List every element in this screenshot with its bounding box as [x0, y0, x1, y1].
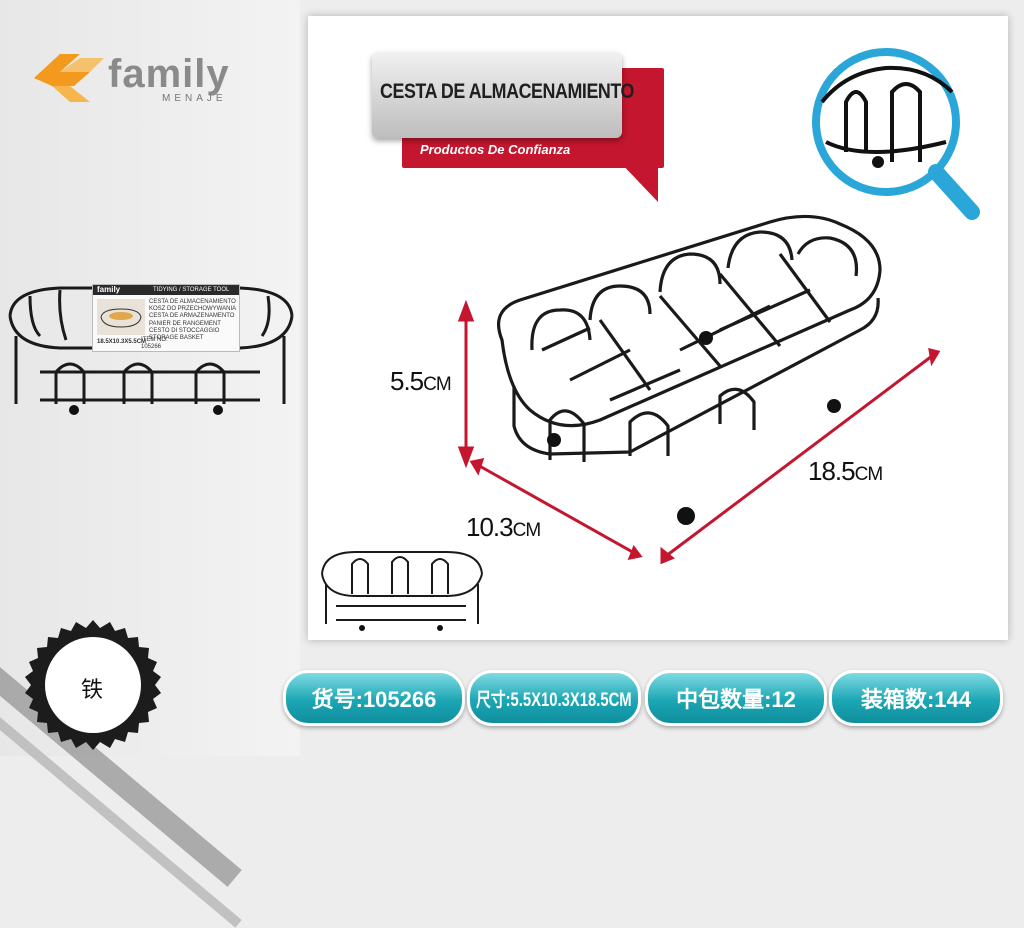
dimension-arrow-icon: [457, 300, 941, 565]
brand-name: family: [108, 52, 230, 96]
spec-item-number: 货号:105266: [283, 670, 465, 726]
product-tag: TIDYING / STORAGE TOOL family CESTA DE A…: [92, 284, 240, 352]
brand-subtitle: MENAJE: [162, 93, 227, 104]
dimension-width: 10.3CM: [466, 512, 541, 542]
tag-header: TIDYING / STORAGE TOOL: [93, 285, 239, 295]
magnifier-icon: [812, 48, 980, 220]
dimension-length: 18.5CM: [808, 456, 883, 486]
tag-size: 18.5X10.3X5.5CM: [97, 339, 147, 345]
banner-tagline: Productos De Confianza: [420, 142, 571, 157]
spec-size: 尺寸:5.5X10.3X18.5CM: [467, 670, 641, 726]
dimension-height: 5.5CM: [390, 366, 452, 396]
product-basket-main: [497, 214, 882, 525]
tag-item-number: ITEM NO. 105266: [141, 337, 168, 350]
spec-carton-qty: 装箱数:144: [829, 670, 1003, 726]
material-label: 铁: [80, 677, 103, 702]
tag-brand: family: [97, 285, 121, 294]
banner-tail: [618, 160, 658, 202]
product-basket-small: [321, 551, 483, 631]
tag-basket-image: [97, 299, 145, 335]
serrated-medal-icon: [25, 620, 161, 750]
spec-inner-pack: 中包数量:12: [645, 670, 827, 726]
banner-title: CESTA DE ALMACENAMIENTO: [380, 80, 635, 103]
banner-title-panel: [372, 52, 622, 138]
left-panel: [0, 0, 300, 756]
family-logo-icon: [34, 54, 104, 102]
brand-logo: family MENAJE: [30, 48, 270, 108]
tag-name-list: CESTA DE ALMACENAMIENTO KOSZ DO PRZECHOW…: [149, 299, 237, 342]
